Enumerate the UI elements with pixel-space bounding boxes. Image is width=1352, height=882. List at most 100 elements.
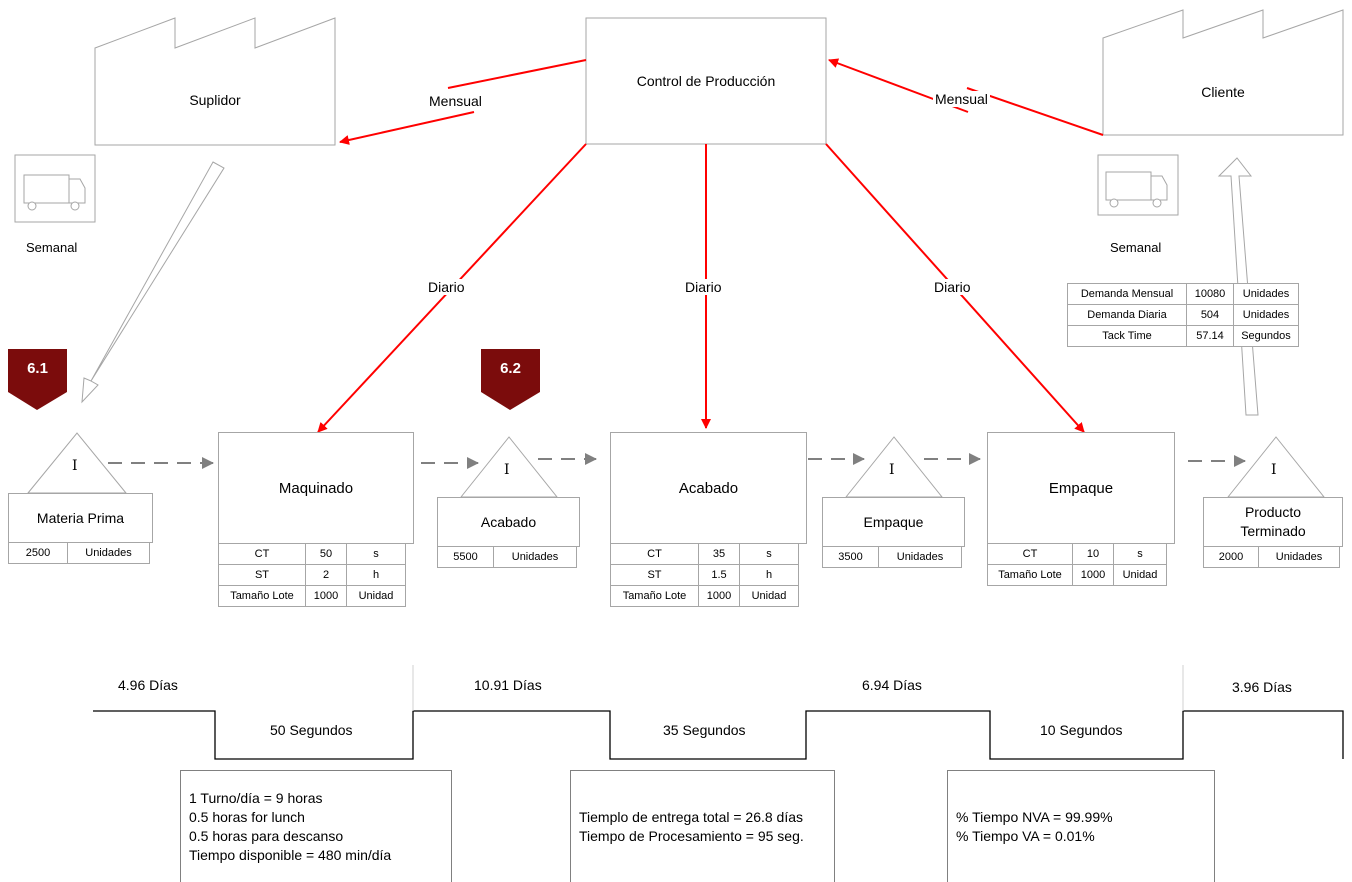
demand-cell: Unidades [1233,304,1299,326]
inventory-unit: Unidades [878,546,962,568]
inventory-name: Empaque [863,514,924,530]
note-line: Tiempo disponible = 480 min/día [189,846,392,863]
note-box-leadtime: Tiemplo de entrega total = 26.8 días Tie… [570,770,835,882]
inventory-qty-table-2: 5500 Unidades [437,546,577,568]
process-data-table-acabado: CT 35 s ST 1.5 h Tamaño Lote 1000 Unidad [610,543,799,607]
inventory-symbol-2: I [504,462,510,478]
kaizen-label-1: 6.1 [27,359,48,377]
truck-icon-right [1105,171,1168,208]
table-row: CT 50 s [218,543,406,565]
process-title: Maquinado [278,479,354,497]
process-cell: Tamaño Lote [987,564,1073,586]
process-cell: 35 [698,543,740,565]
inventory-qty: 2500 [8,542,68,564]
note-box-shift: 1 Turno/día = 9 horas 0.5 horas for lunc… [180,770,452,882]
customer-demand-table: Demanda Mensual 10080 Unidades Demanda D… [1067,283,1299,347]
process-cell: s [739,543,799,565]
daily-label-2: Diario [683,279,724,295]
note-line: 0.5 horas para descanso [189,827,344,844]
process-cell: 2 [305,564,347,586]
timeline-seconds-1: 50 Segundos [270,722,353,738]
daily-label-1: Diario [426,279,467,295]
monthly-order-arrow-supplier [340,59,587,142]
process-cell: ST [218,564,306,586]
monthly-label-right: Mensual [933,91,990,107]
supplier-label: Suplidor [189,92,241,108]
table-row: 5500 Unidades [437,546,577,568]
customer-label: Cliente [1201,84,1245,100]
inventory-unit: Unidades [1258,546,1340,568]
inventory-symbol-1: I [72,458,78,474]
process-cell: 50 [305,543,347,565]
inventory-name: Materia Prima [36,510,125,526]
table-row: Tamaño Lote 1000 Unidad [610,585,799,607]
timeline-days-2: 10.91 Días [474,677,542,693]
process-cell: CT [218,543,306,565]
demand-cell: Segundos [1233,325,1299,347]
truck-icon-left [23,174,86,211]
process-box-maquinado: Maquinado [218,432,414,544]
shipment-frequency-left: Semanal [26,240,78,255]
process-cell: 1000 [698,585,740,607]
note-box-value: % Tiempo NVA = 99.99% % Tiempo VA = 0.01… [947,770,1215,882]
process-box-empaque: Empaque [987,432,1175,544]
process-cell: Unidad [346,585,406,607]
inventory-name-box-3: Empaque [822,497,965,547]
inventory-unit: Unidades [67,542,150,564]
table-row: 3500 Unidades [822,546,962,568]
process-cell: Tamaño Lote [610,585,699,607]
kaizen-burst-1 [8,349,67,410]
process-cell: 1000 [305,585,347,607]
demand-cell: Unidades [1233,283,1299,305]
process-cell: 1.5 [698,564,740,586]
inventory-qty: 3500 [822,546,879,568]
supplier-shipment-arrow [81,161,225,404]
inventory-qty-table-3: 3500 Unidades [822,546,962,568]
monthly-label-left: Mensual [427,93,484,109]
customer-factory-icon [1102,9,1344,136]
production-control-label: Control de Producción [636,73,776,89]
note-line: Tiempo de Procesamiento = 95 seg. [579,827,804,844]
process-cell: s [1113,543,1167,565]
demand-cell: Demanda Mensual [1067,283,1187,305]
table-row: 2000 Unidades [1203,546,1340,568]
inventory-name: Producto Terminado [1240,504,1306,539]
inventory-name: Acabado [480,514,537,530]
inventory-qty: 5500 [437,546,494,568]
timeline-ladder [93,710,1344,760]
demand-cell: Demanda Diaria [1067,304,1187,326]
daily-label-3: Diario [932,279,973,295]
process-title: Acabado [678,479,739,497]
table-row: CT 10 s [987,543,1167,565]
production-control-box [585,17,827,145]
demand-cell: Tack Time [1067,325,1187,347]
process-cell: 1000 [1072,564,1114,586]
process-cell: s [346,543,406,565]
timeline-seconds-3: 10 Segundos [1040,722,1123,738]
process-cell: CT [610,543,699,565]
inventory-qty-table-4: 2000 Unidades [1203,546,1340,568]
timeline-days-1: 4.96 Días [118,677,178,693]
inventory-symbol-4: I [1271,462,1277,478]
inventory-unit: Unidades [493,546,577,568]
process-cell: Unidad [1113,564,1167,586]
process-data-table-maquinado: CT 50 s ST 2 h Tamaño Lote 1000 Unidad [218,543,406,607]
inventory-qty-table-1: 2500 Unidades [8,542,150,564]
note-line: Tiemplo de entrega total = 26.8 días [579,808,804,825]
table-row: ST 1.5 h [610,564,799,586]
process-cell: ST [610,564,699,586]
process-title: Empaque [1048,479,1114,497]
process-cell: Unidad [739,585,799,607]
inventory-qty: 2000 [1203,546,1259,568]
kaizen-burst-2 [481,349,540,410]
demand-cell: 504 [1186,304,1234,326]
table-row: Demanda Diaria 504 Unidades [1067,304,1299,326]
note-line: 0.5 horas for lunch [189,808,305,825]
supplier-factory-icon [94,17,336,146]
process-data-table-empaque: CT 10 s Tamaño Lote 1000 Unidad [987,543,1167,586]
timeline-seconds-2: 35 Segundos [663,722,746,738]
process-cell: h [346,564,406,586]
kaizen-label-2: 6.2 [500,359,521,377]
demand-cell: 10080 [1186,283,1234,305]
process-cell: 10 [1072,543,1114,565]
